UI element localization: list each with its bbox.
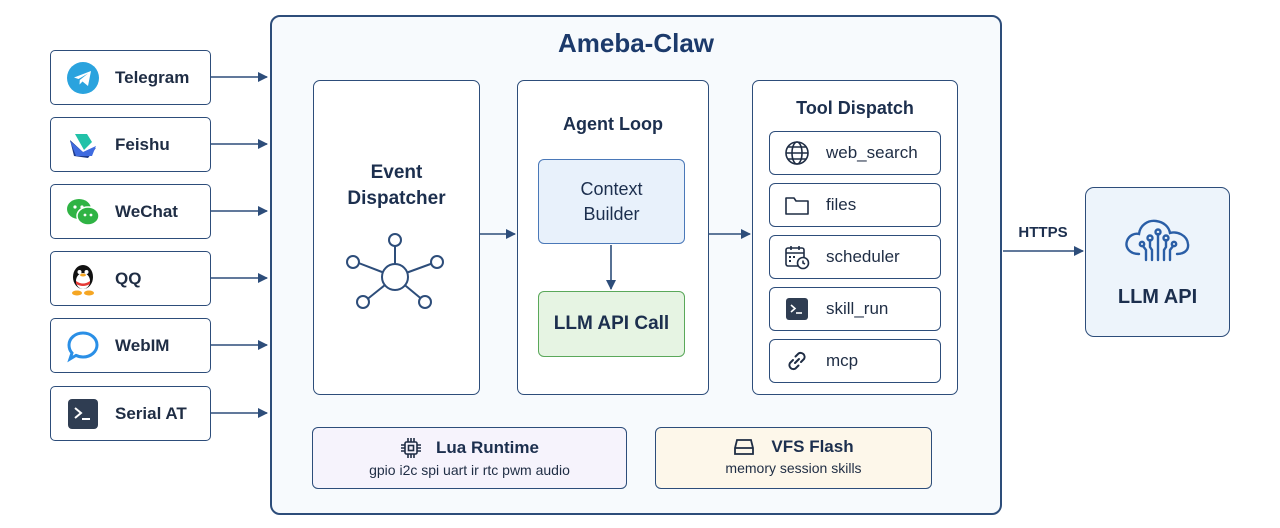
tool-files[interactable]: files — [769, 183, 941, 227]
event-dispatcher-title: Event Dispatcher — [347, 162, 446, 209]
tool-mcp[interactable]: mcp — [769, 339, 941, 383]
channel-webim[interactable]: WebIM — [50, 318, 211, 373]
channel-wechat[interactable]: WeChat — [50, 184, 211, 239]
cloud-circuit-icon — [1086, 216, 1229, 268]
channel-qq[interactable]: QQ — [50, 251, 211, 306]
drive-icon — [733, 437, 755, 457]
tool-label: scheduler — [826, 247, 900, 266]
vfs-flash-title: VFS Flash — [771, 437, 854, 456]
tool-skill-run[interactable]: skill_run — [769, 287, 941, 331]
tool-label: mcp — [826, 351, 859, 370]
tool-web-search[interactable]: web_search — [769, 131, 941, 175]
llm-api-call-box: LLM API Call — [538, 291, 685, 357]
channel-telegram[interactable]: Telegram — [50, 50, 211, 105]
terminal-icon — [65, 396, 101, 432]
channel-label: WebIM — [115, 335, 170, 355]
tool-scheduler[interactable]: scheduler — [769, 235, 941, 279]
chip-icon — [400, 437, 422, 459]
lua-runtime-subtitle: gpio i2c spi uart ir rtc pwm audio — [369, 462, 570, 478]
llm-api-box: LLM API — [1085, 187, 1230, 337]
channel-label: Feishu — [115, 134, 170, 154]
channel-label: Telegram — [115, 67, 190, 87]
channel-serial-at[interactable]: Serial AT — [50, 386, 211, 441]
chat-bubble-icon — [65, 328, 101, 364]
channel-label: Serial AT — [115, 403, 187, 423]
diagram-title: Ameba-Claw — [557, 28, 715, 58]
context-builder-box: Context Builder — [538, 159, 685, 244]
link-icon — [784, 348, 810, 374]
lua-runtime-title: Lua Runtime — [436, 438, 539, 457]
folder-icon — [784, 192, 810, 218]
wechat-icon — [65, 194, 101, 230]
agent-loop-title: Agent Loop — [563, 114, 663, 134]
feishu-icon — [65, 127, 101, 163]
vfs-flash-box: VFS Flash memory session skills — [655, 427, 932, 489]
telegram-icon — [65, 60, 101, 96]
tool-dispatch-title: Tool Dispatch — [796, 98, 914, 118]
terminal-icon — [784, 296, 810, 322]
https-label: HTTPS — [1018, 224, 1068, 241]
tool-label: web_search — [826, 143, 918, 162]
channel-label: WeChat — [115, 201, 178, 221]
calendar-clock-icon — [784, 244, 810, 270]
channel-feishu[interactable]: Feishu — [50, 117, 211, 172]
hub-icon — [340, 230, 450, 310]
vfs-flash-subtitle: memory session skills — [725, 460, 862, 476]
tool-label: skill_run — [826, 299, 889, 318]
lua-runtime-box: Lua Runtime gpio i2c spi uart ir rtc pwm… — [312, 427, 627, 489]
channel-label: QQ — [115, 268, 142, 288]
llm-api-label: LLM API — [1117, 286, 1198, 308]
globe-icon — [784, 140, 810, 166]
qq-icon — [65, 261, 101, 297]
tool-label: files — [826, 195, 857, 214]
